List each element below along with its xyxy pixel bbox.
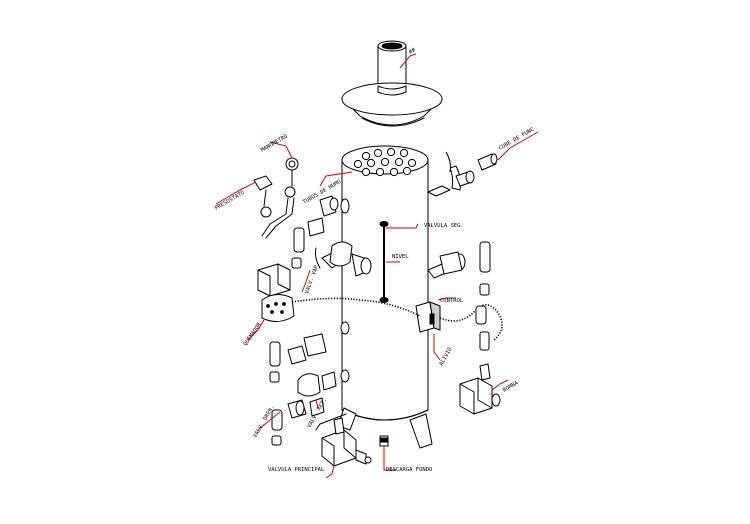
label-level: NIVEL (392, 254, 409, 260)
label-relief: ALIVIO (439, 347, 454, 367)
mid-left-valve (315, 241, 372, 277)
level-gauge (379, 221, 389, 303)
label-chimney: ## (408, 47, 417, 56)
right-pipe (427, 241, 491, 296)
main-bottom-valve (315, 413, 372, 467)
label-main-valve: VALVULA PRINCIPAL (268, 467, 325, 473)
pressure-gauge-assembly (253, 157, 299, 239)
steam-outlet-nozzle (427, 151, 498, 197)
flue-tubes (353, 147, 417, 177)
label-combustion-head: QUEMADOR (243, 321, 264, 347)
leader-lines (215, 53, 539, 479)
control-box (415, 301, 503, 351)
bottom-left-fittings (271, 397, 325, 446)
label-pressure-gauge: MANOMETRO (260, 134, 289, 154)
label-bottom-drain: DESCARGA FONDO (386, 467, 432, 473)
label-flue-pipe: CUBE DE FUNC (498, 127, 535, 152)
linkage-chain (291, 297, 421, 317)
label-safety-valve: VALVULA SEG. (424, 223, 464, 229)
hood-cone (341, 82, 443, 127)
label-pressurestat: PRESOSTATO (214, 190, 246, 212)
lower-left-pipes (269, 321, 350, 397)
left-fittings (291, 195, 350, 269)
burner-head (257, 263, 295, 322)
burner-pump (459, 363, 501, 415)
label-control: CONTROL (440, 298, 464, 304)
